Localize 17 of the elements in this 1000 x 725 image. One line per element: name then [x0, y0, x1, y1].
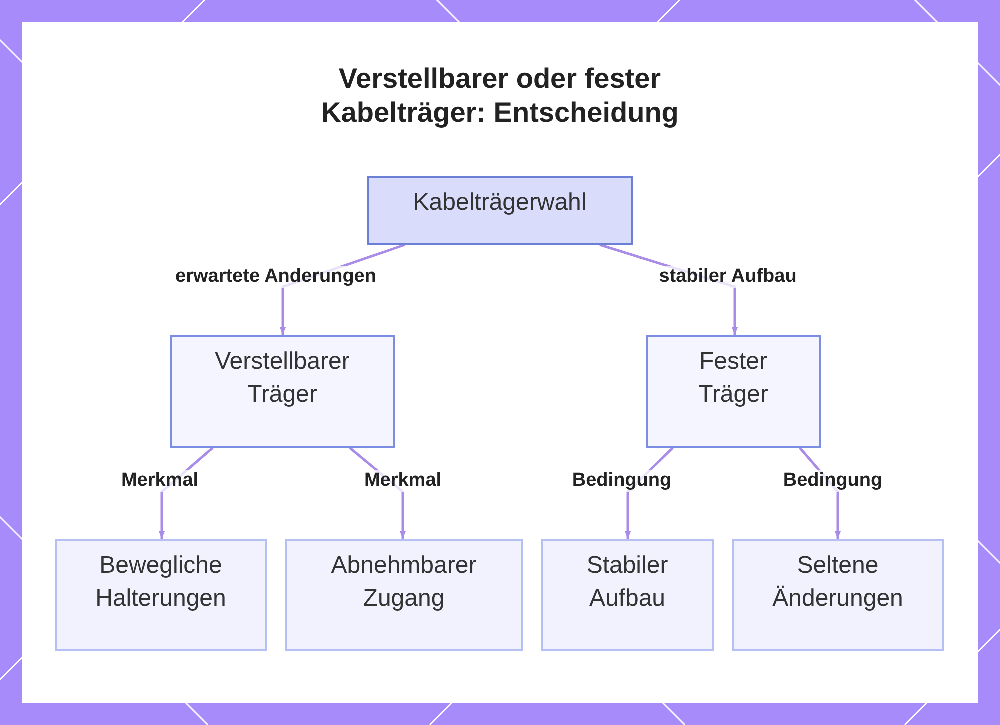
process-box [367, 176, 633, 245]
node-label: Seltene Änderungen [772, 551, 904, 614]
edge-label: erwartete Anderungen [174, 266, 378, 288]
edge-label: stabiler Aufbau [657, 266, 799, 288]
process-box [541, 539, 714, 651]
node-label: Stabiler Aufbau [586, 551, 670, 614]
process-box [646, 335, 821, 448]
node-label: Verstellbarer Träger [214, 347, 351, 410]
node-label: Bewegliche Halterungen [94, 551, 228, 614]
node-label: Fester Träger [698, 347, 770, 410]
process-box [55, 539, 267, 651]
node-label: Kabelträgerwahl [413, 188, 587, 218]
process-box [732, 539, 944, 651]
node-label: Abnehmbarer Zugang [330, 551, 478, 614]
diagram-title: Verstellbarer oder fester Kabelträger: Entscheidung [320, 62, 680, 130]
process-box [170, 335, 395, 448]
process-box [285, 539, 523, 651]
